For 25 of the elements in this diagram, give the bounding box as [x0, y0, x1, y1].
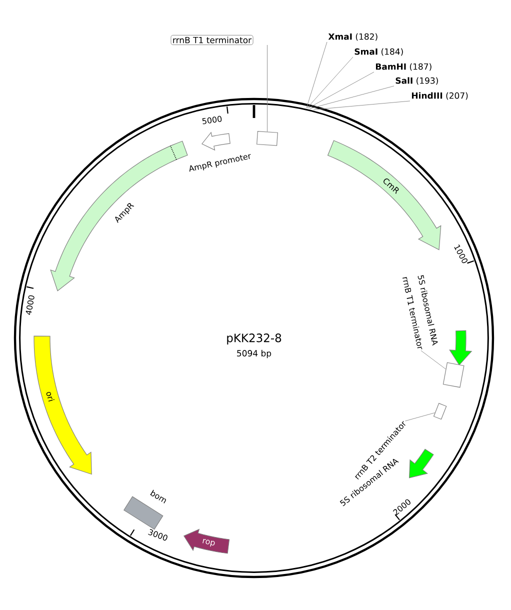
site-label: SmaI (184) — [354, 48, 403, 56]
feature-label: ori — [46, 392, 54, 402]
leader-line — [309, 86, 394, 109]
leader-line — [306, 56, 354, 108]
feature-label: rop — [202, 538, 215, 547]
leader-line — [308, 72, 374, 108]
feature-box — [256, 130, 278, 146]
label-box: rrnB T1 terminator — [170, 35, 254, 45]
leader-line — [267, 44, 268, 132]
feature-label: AmpR promoter — [189, 154, 251, 172]
site-label: XmaI (182) — [328, 33, 378, 41]
site-label: HindIII (207) — [412, 92, 468, 100]
leader-line — [404, 412, 436, 422]
tick-label: 4000 — [26, 295, 34, 315]
site-label: SalI (193) — [396, 77, 438, 85]
plasmid-name: pKK232-8 — [227, 334, 282, 344]
size-label: 5094 bp — [237, 350, 272, 358]
feature-box — [442, 362, 464, 388]
leader-line — [306, 42, 328, 108]
tick-label: 1000 — [454, 244, 468, 264]
tick-label: 3000 — [148, 529, 168, 541]
site-label: BamHI (187) — [376, 63, 432, 71]
tick-label: 5000 — [202, 116, 222, 124]
leader-line — [420, 350, 446, 370]
leader-line — [313, 100, 410, 110]
